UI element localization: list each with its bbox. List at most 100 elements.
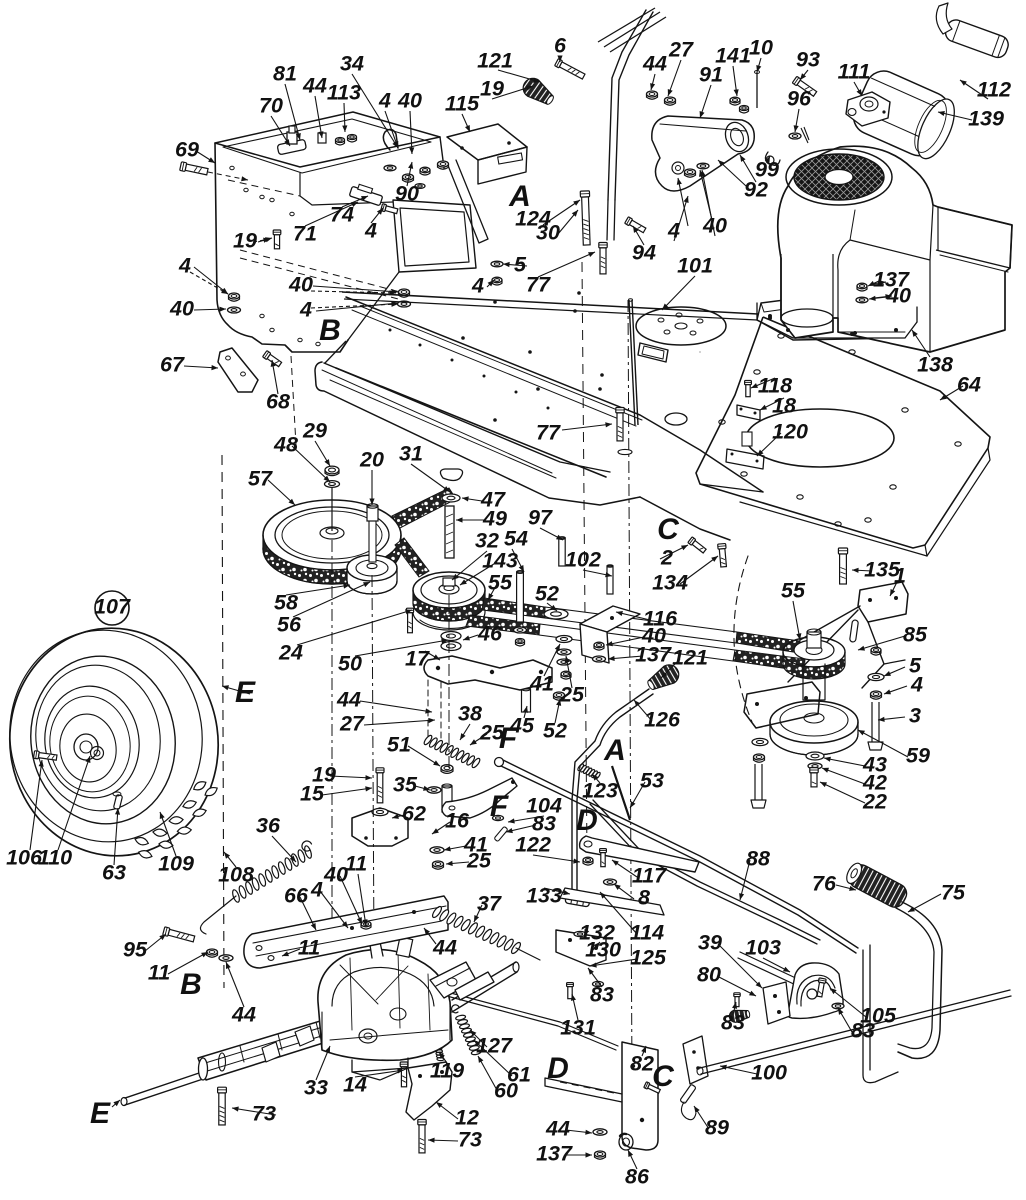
svg-text:22: 22	[862, 790, 887, 814]
svg-text:137: 137	[635, 643, 672, 667]
svg-text:E: E	[235, 676, 256, 709]
svg-text:51: 51	[387, 733, 411, 757]
svg-text:55: 55	[488, 571, 513, 595]
svg-text:1: 1	[894, 564, 906, 588]
svg-text:27: 27	[668, 38, 694, 62]
svg-text:31: 31	[399, 442, 423, 466]
svg-text:100: 100	[751, 1061, 787, 1085]
svg-text:71: 71	[293, 222, 317, 246]
svg-text:60: 60	[494, 1079, 518, 1103]
svg-text:4: 4	[178, 254, 191, 278]
svg-text:62: 62	[402, 802, 426, 826]
svg-text:4: 4	[378, 89, 391, 113]
svg-text:47: 47	[480, 488, 506, 512]
svg-text:67: 67	[160, 353, 185, 377]
svg-text:3: 3	[909, 704, 921, 728]
svg-text:61: 61	[507, 1063, 531, 1087]
svg-text:93: 93	[796, 48, 820, 72]
svg-text:123: 123	[582, 779, 618, 803]
svg-text:73: 73	[458, 1128, 482, 1152]
svg-text:139: 139	[968, 107, 1004, 131]
svg-text:20: 20	[359, 448, 384, 472]
svg-text:102: 102	[565, 548, 601, 572]
svg-text:44: 44	[642, 52, 667, 76]
svg-text:D: D	[576, 804, 598, 837]
svg-text:70: 70	[259, 94, 283, 118]
svg-text:55: 55	[781, 579, 806, 603]
svg-text:37: 37	[477, 892, 502, 916]
svg-text:77: 77	[536, 421, 561, 445]
svg-text:11: 11	[148, 961, 170, 985]
svg-text:117: 117	[632, 864, 667, 888]
svg-text:40: 40	[702, 214, 727, 238]
svg-text:134: 134	[652, 571, 688, 595]
svg-text:137: 137	[536, 1142, 573, 1166]
svg-text:C: C	[657, 513, 680, 546]
svg-text:A: A	[508, 180, 531, 213]
svg-text:10: 10	[749, 36, 773, 60]
svg-text:124: 124	[515, 207, 551, 231]
svg-text:48: 48	[273, 433, 298, 457]
svg-text:4: 4	[364, 219, 377, 243]
svg-text:138: 138	[917, 353, 953, 377]
svg-text:43: 43	[862, 753, 887, 777]
svg-text:105: 105	[860, 1004, 897, 1028]
svg-text:137: 137	[873, 268, 910, 292]
svg-text:52: 52	[535, 582, 559, 606]
svg-text:112: 112	[977, 78, 1011, 102]
svg-text:118: 118	[758, 374, 792, 398]
svg-text:95: 95	[123, 938, 148, 962]
svg-text:25: 25	[466, 849, 492, 873]
svg-text:B: B	[319, 314, 341, 347]
svg-text:35: 35	[393, 773, 418, 797]
svg-text:5: 5	[514, 253, 527, 277]
svg-text:135: 135	[864, 558, 901, 582]
svg-text:40: 40	[288, 273, 313, 297]
svg-text:107: 107	[94, 595, 131, 619]
svg-text:25: 25	[559, 683, 585, 707]
svg-text:25: 25	[479, 721, 505, 745]
svg-text:110: 110	[38, 846, 72, 870]
svg-text:130: 130	[585, 938, 621, 962]
svg-text:D: D	[547, 1052, 569, 1085]
svg-text:53: 53	[640, 769, 664, 793]
svg-text:91: 91	[699, 63, 723, 87]
svg-text:127: 127	[476, 1034, 513, 1058]
svg-text:82: 82	[630, 1052, 654, 1076]
svg-text:75: 75	[941, 881, 966, 905]
svg-text:115: 115	[445, 92, 480, 116]
svg-text:49: 49	[482, 507, 507, 531]
svg-text:57: 57	[248, 467, 273, 491]
svg-text:111: 111	[838, 60, 871, 84]
svg-text:52: 52	[543, 719, 567, 743]
svg-text:34: 34	[340, 52, 364, 76]
svg-text:114: 114	[630, 921, 664, 945]
svg-text:54: 54	[504, 527, 528, 551]
svg-text:8: 8	[638, 886, 650, 910]
svg-text:97: 97	[528, 506, 553, 530]
svg-text:40: 40	[641, 624, 666, 648]
svg-text:E: E	[90, 1097, 111, 1130]
svg-text:141: 141	[715, 44, 751, 68]
svg-text:19: 19	[480, 77, 504, 101]
svg-text:83: 83	[590, 983, 614, 1007]
svg-text:56: 56	[277, 613, 302, 637]
svg-text:44: 44	[545, 1117, 570, 1141]
svg-text:46: 46	[477, 622, 503, 646]
svg-text:103: 103	[745, 936, 781, 960]
svg-text:29: 29	[302, 419, 327, 443]
svg-text:143: 143	[482, 549, 518, 573]
svg-text:6: 6	[554, 34, 567, 58]
svg-text:99: 99	[755, 158, 779, 182]
svg-text:66: 66	[284, 884, 309, 908]
svg-text:121: 121	[672, 646, 708, 670]
svg-text:83: 83	[532, 812, 556, 836]
svg-text:4: 4	[910, 673, 923, 697]
svg-text:133: 133	[526, 884, 562, 908]
svg-text:69: 69	[175, 138, 199, 162]
svg-text:76: 76	[812, 872, 837, 896]
svg-text:40: 40	[397, 89, 422, 113]
svg-text:30: 30	[536, 221, 560, 245]
svg-text:64: 64	[957, 373, 981, 397]
svg-text:18: 18	[772, 394, 796, 418]
